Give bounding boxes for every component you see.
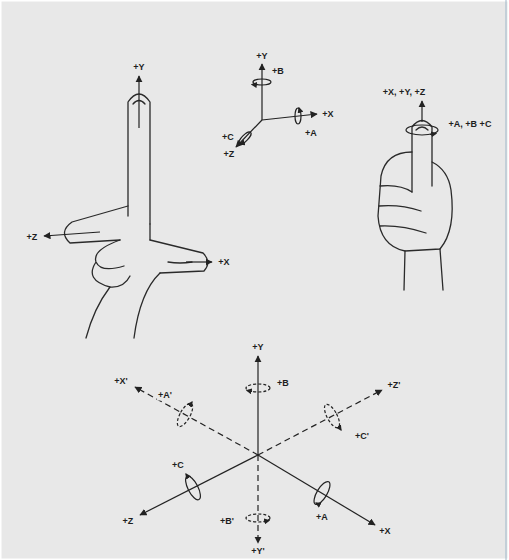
thumb [150,240,208,273]
axis-label: +C' [354,431,370,442]
axis-arrow [186,261,212,262]
axis-label: +B [276,378,290,389]
right-hand [378,121,452,291]
wrist [404,249,443,290]
left-hand-axes [44,76,212,262]
rotation-arrow [252,84,257,86]
rotation-arrow [186,474,188,477]
rotation-arrow [247,391,252,392]
rotation-arrow [190,402,192,405]
rotation-arrow [299,108,300,111]
rotation-arrow [316,503,320,505]
rotation-arc [174,401,195,429]
small-axes [236,64,317,147]
fist [378,152,452,251]
axis-label: +Y [255,51,268,62]
rotation-arrow [264,521,269,522]
rotation-arc [321,402,342,430]
axis-label: +C [221,132,235,143]
thumb-nail [416,127,428,130]
rotation-arc [246,384,270,392]
axis-label: +Z' [387,380,402,391]
primed-axis-arrow [135,387,258,455]
rotation-arrow [240,143,243,144]
palm-wrist [86,224,160,338]
axis-label: +A [304,128,318,139]
primed-axis-arrow [257,455,258,543]
axis-label: +X' [113,376,128,387]
rotation-arc [406,125,438,135]
axis-label: +A' [157,390,173,401]
axis-arrow [258,455,375,525]
folded-fingers [92,240,130,287]
rotation-arc [183,474,204,502]
rotation-arc [311,479,333,506]
rotation-arc [253,79,271,85]
rotation-arrow [339,427,341,430]
axis-label: +A, +B +C [448,119,493,130]
axis-label: +Y [132,62,145,73]
axis-arrow [262,114,317,120]
middle-finger [64,206,128,243]
axis-label: +C [171,460,185,471]
axis-label: +Z [122,516,135,527]
axis-label: +X [217,257,230,268]
axis-arrow [236,120,262,147]
rotation-arrow [430,134,436,135]
axis-label: +Z [223,149,236,160]
primed-axis-arrow [258,390,382,455]
axis-arrow [140,455,258,515]
rotation-arc [237,130,253,146]
axis-arrow [261,64,262,120]
axis-label: +B [271,66,285,77]
axis-label: +X [378,526,391,537]
thumb [412,121,432,193]
axis-label: +Y [251,342,264,353]
axis-arrow [257,356,258,455]
left-hand [64,94,207,338]
axis-arrow [44,232,100,236]
axis-label: +A [315,512,329,523]
rotation-arc [295,108,301,124]
axis-label: +B' [219,516,235,527]
right-hand-axes [406,101,438,135]
axis-arrow [421,101,422,122]
axis-label: +Z [26,232,39,243]
axes-star [135,356,382,543]
rotation-arc [246,514,270,522]
axis-label: +Y' [250,546,265,557]
finger-lines [379,186,426,233]
axis-label: +X [321,109,334,120]
axis-arrow [138,76,139,128]
frame-edge [506,0,507,560]
axis-label: +X, +Y, +Z [382,87,426,98]
